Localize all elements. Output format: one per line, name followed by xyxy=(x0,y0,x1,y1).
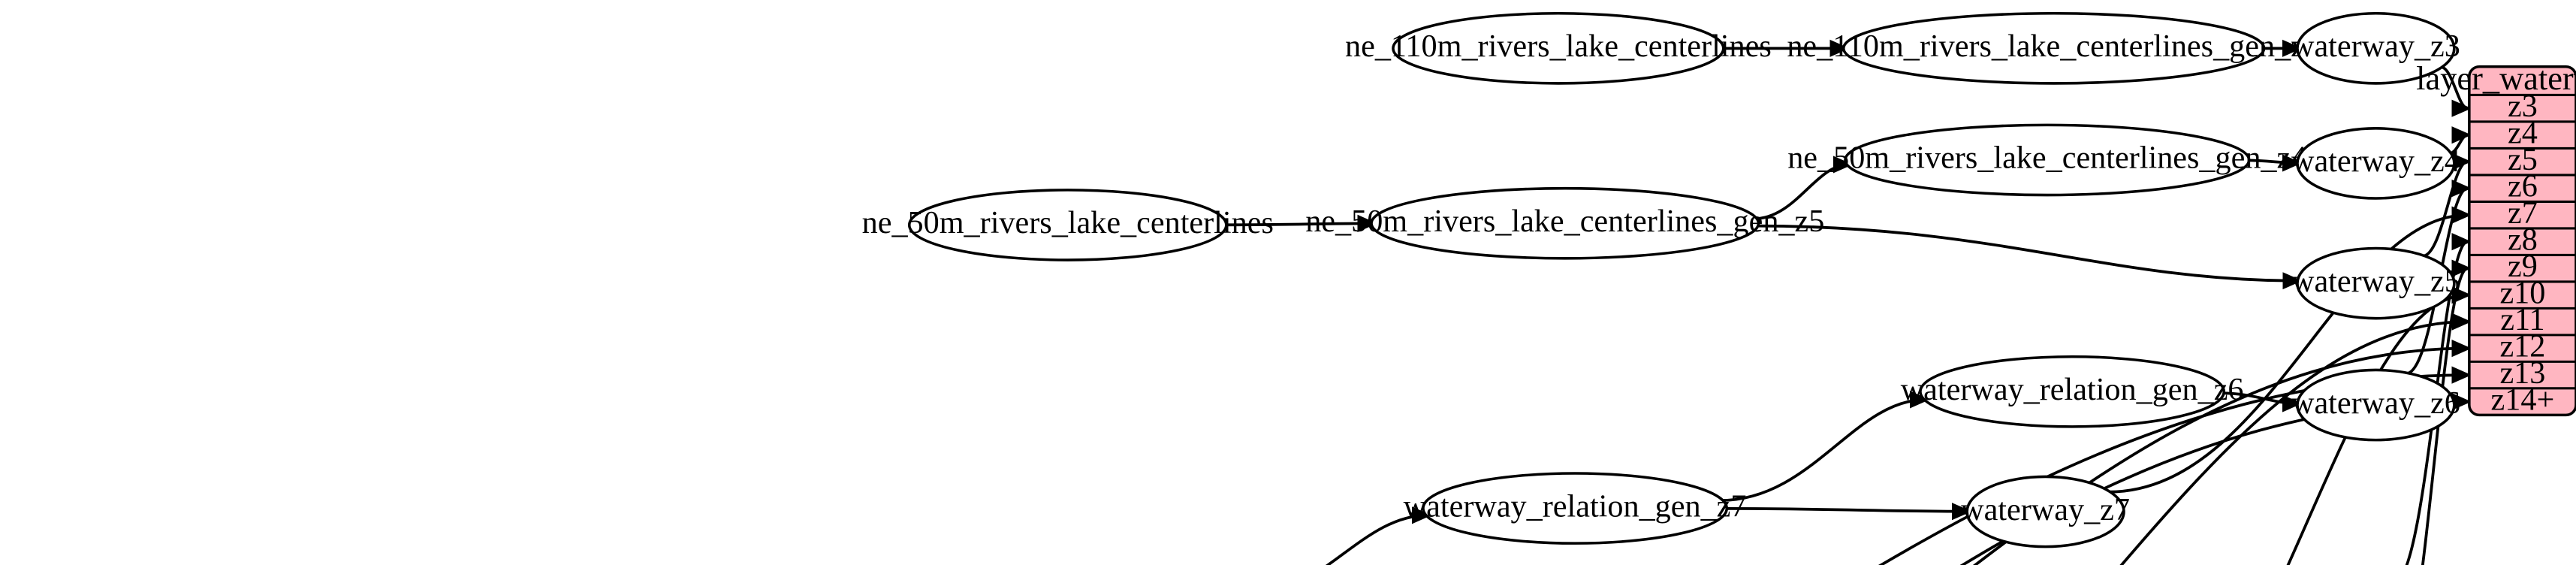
node-label: waterway_z6 xyxy=(2291,385,2460,421)
graph-edge xyxy=(2422,162,2468,258)
node-label: waterway_z5 xyxy=(2291,264,2460,299)
graph-edge xyxy=(1959,402,2468,565)
record-cell-z4[interactable]: z4 xyxy=(2508,115,2538,150)
record-cell-z6[interactable]: z6 xyxy=(2508,168,2538,204)
record-title: layer_waterway xyxy=(2416,59,2576,97)
graph-edge xyxy=(2119,322,2468,565)
record-background xyxy=(2468,65,2576,417)
node-shape xyxy=(2296,246,2456,320)
graph-node-ne_110m_rivers_lake_centerlines[interactable]: ne_110m_rivers_lake_centerlines xyxy=(1345,11,1772,85)
graph-node-waterway_z3[interactable]: waterway_z3 xyxy=(2291,11,2460,85)
graph-edge xyxy=(2245,160,2298,163)
graph-node-waterway_z7[interactable]: waterway_z7 xyxy=(1961,475,2130,548)
graph-edge xyxy=(2286,295,2468,565)
node-shape xyxy=(907,189,1228,261)
record-cell-z10[interactable]: z10 xyxy=(2499,275,2545,310)
node-label: waterway_z7 xyxy=(1961,492,2130,527)
record-cell-z12[interactable]: z12 xyxy=(2499,328,2545,364)
node-shape xyxy=(1422,472,1729,545)
node-shape xyxy=(2296,11,2456,85)
node-shape xyxy=(1965,475,2125,548)
graph-node-ne_110m_rivers_lake_centerlines_gen_z3[interactable]: ne_110m_rivers_lake_centerlines_gen_z3 xyxy=(1787,11,2321,85)
record-node-layer-waterway[interactable]: layer_waterwayz3z4z5z6z7z8z9z10z11z12z13… xyxy=(2416,59,2576,417)
node-shape xyxy=(1370,186,1760,260)
graph-edge xyxy=(1719,400,1926,503)
graph-node-ne_50m_rivers_lake_centerlines_gen_z5[interactable]: ne_50m_rivers_lake_centerlines_gen_z5 xyxy=(1305,186,1824,260)
graph-node-ne_50m_rivers_lake_centerlines[interactable]: ne_50m_rivers_lake_centerlines xyxy=(862,189,1274,261)
graph-edge xyxy=(1724,509,1968,512)
graph-node-waterway_relation_gen_z7[interactable]: waterway_relation_gen_z7 xyxy=(1404,472,1747,545)
node-label: waterway_relation_gen_z7 xyxy=(1404,488,1747,524)
graph-edge xyxy=(1753,165,1849,221)
graph-edge xyxy=(1972,349,2468,565)
graph-edge xyxy=(2108,215,2467,494)
node-label: waterway_z4 xyxy=(2291,144,2460,179)
node-label: ne_50m_rivers_lake_centerlines_gen_z5 xyxy=(1305,204,1824,239)
record-cell-z11[interactable]: z11 xyxy=(2500,302,2544,337)
graph-node-waterway_z6[interactable]: waterway_z6 xyxy=(2291,368,2460,442)
record-cell-z13[interactable]: z13 xyxy=(2499,355,2545,391)
graph-node-waterway_z4[interactable]: waterway_z4 xyxy=(2291,127,2460,200)
graph-edge xyxy=(1223,223,1374,225)
record-cell-z7[interactable]: z7 xyxy=(2508,195,2538,231)
graph-edge xyxy=(1878,375,2467,565)
node-label: ne_50m_rivers_lake_centerlines_gen_z4 xyxy=(1787,140,2306,176)
node-shape xyxy=(1392,11,1725,85)
record-cell-z3[interactable]: z3 xyxy=(2508,89,2538,124)
record-cell-z14+[interactable]: z14+ xyxy=(2491,382,2555,417)
node-label: ne_50m_rivers_lake_centerlines xyxy=(862,205,1274,240)
node-shape xyxy=(2296,368,2456,442)
graph-edge xyxy=(1325,515,1428,565)
graph-node-ne_50m_rivers_lake_centerlines_gen_z4[interactable]: ne_50m_rivers_lake_centerlines_gen_z4 xyxy=(1787,123,2306,197)
node-label: ne_110m_rivers_lake_centerlines_gen_z3 xyxy=(1787,29,2321,64)
node-label: ne_110m_rivers_lake_centerlines xyxy=(1345,29,1772,64)
graph-edge xyxy=(1754,224,2299,281)
graph-node-waterway_z5[interactable]: waterway_z5 xyxy=(2291,246,2460,320)
node-label: waterway_z3 xyxy=(2291,29,2460,64)
record-cell-z8[interactable]: z8 xyxy=(2508,222,2538,257)
record-cell-z9[interactable]: z9 xyxy=(2508,249,2538,284)
record-node-layer: layer_waterwayz3z4z5z6z7z8z9z10z11z12z13… xyxy=(2416,59,2576,417)
graph-edge xyxy=(2439,65,2467,108)
node-shape xyxy=(1919,355,2226,428)
graph-node-waterway_relation_gen_z6[interactable]: waterway_relation_gen_z6 xyxy=(1901,355,2244,428)
edge-layer xyxy=(1223,48,2468,565)
node-label: waterway_relation_gen_z6 xyxy=(1901,372,2244,407)
node-shape xyxy=(1844,123,2251,197)
node-shape xyxy=(1842,11,2266,85)
node-layer: imposm3osm_waterway_relationosm_waterway… xyxy=(862,11,2460,548)
record-cell-z5[interactable]: z5 xyxy=(2508,142,2538,177)
node-shape xyxy=(2296,127,2456,200)
